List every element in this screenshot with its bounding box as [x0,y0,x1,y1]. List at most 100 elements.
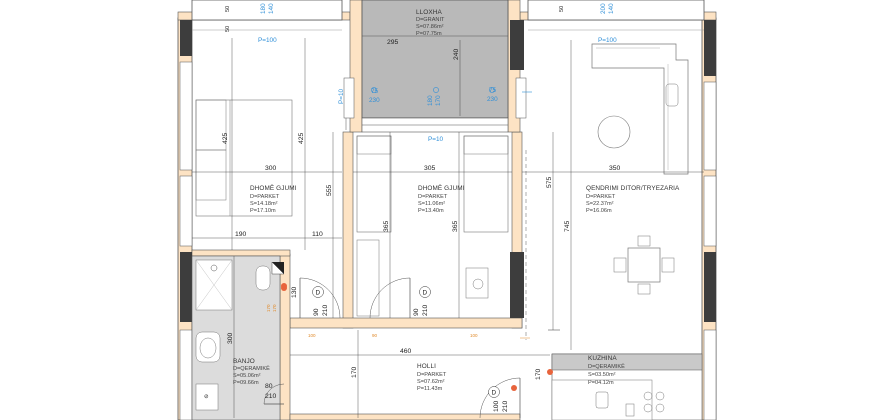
living-floor: D=PARKET [586,194,616,200]
living-name: QENDRIMI DITOR/TRYEZARIA [586,185,680,192]
p10b: P=10 [428,136,444,143]
washer-icon: ⊘ [204,394,209,400]
wall-markers: 100 90 100 [308,333,478,338]
dim-295: 295 [387,39,399,46]
bedroom1-area: S=14.18m² [250,201,278,207]
loxha-room: LLOXHA D=GRANIT S=07.86m² P=07.75m 295 2… [361,0,509,119]
bedroom1-door[interactable]: 130 90 210 D [281,277,341,319]
hall-perimeter: P=11.43m [417,386,443,392]
dim-50b: 50 [225,26,231,32]
dim-300a: 300 [265,165,277,172]
bedroom2-perimeter: P=13.40m [418,208,444,214]
w230b: 230 [487,96,498,103]
bedroom1-bed [195,99,293,217]
dim-210d: 210 [502,400,509,412]
bedroom2-area: S=11.06m² [418,201,445,207]
dim-100-s2: 100 [470,333,478,338]
bedroom1-labels: 425 425 300 DHOMË GJUMI D=PARKET S=14.18… [192,38,342,318]
bedroom2-name: DHOMË GJUMI [418,184,465,192]
dim-200a: 200 [600,3,607,14]
w180b: 180 [427,95,434,106]
dim-100: 100 [493,400,500,412]
bathroom-area: S=05.06m² [233,373,261,379]
kitchen-perimeter: P=04.12m [588,380,614,386]
bath-mark-1: 170 [266,304,271,312]
dim-110: 110 [312,231,323,238]
dim-745: 745 [564,220,571,232]
door-mark-1: D [316,290,321,297]
dim-350: 350 [609,165,621,172]
dim-180a: 180 [260,3,267,14]
loxha-perimeter: P=07.75m [416,31,442,37]
living-sofa [591,43,689,175]
bathroom-floor: D=QERAMIKË [233,365,270,372]
kitchen-name: KUZHINA [588,355,617,362]
dim-90c: 90 [372,333,378,338]
dim-50a: 50 [225,6,231,12]
hall-floor: D=PARKET [417,372,447,378]
bathroom: ⊘ 170 170 300 BANJO D=QERAMIKË S=05.06m²… [191,255,287,420]
dim-305: 305 [424,165,436,172]
dim-425b: 425 [298,132,305,144]
dim-190: 190 [235,231,247,238]
living-perimeter: P=16.06m [586,208,612,214]
loxha-area: S=07.86m² [416,24,444,30]
p100b: P=100 [598,37,617,44]
kitchen-area: S=03.50m² [588,372,616,378]
entry-door[interactable] [479,377,521,419]
loxha-window-marks: P=10 75 230 180 170 75 230 P=10 [338,87,532,143]
bathroom-door[interactable] [263,383,285,405]
p10a: P=10 [338,88,345,104]
bedroom1-floor: D=PARKET [250,194,280,200]
dim-210b: 210 [422,304,429,316]
living-labels: 350 QENDRIMI DITOR/TRYEZARIA D=PARKET S=… [522,40,704,350]
w230a: 230 [369,97,380,104]
dim-300b: 300 [227,332,234,344]
w170: 170 [435,95,442,106]
dim-130: 130 [291,286,298,298]
hall-labels: 460 170 HOLLI D=PARKET S=07.62m² P=11.43… [290,330,550,418]
dim-100-s1: 100 [308,333,316,338]
dim-365b: 365 [452,220,459,232]
dim-140b: 140 [608,3,615,14]
bathroom-perimeter: P=09.66m [233,380,259,386]
dim-140a: 140 [268,3,275,14]
loxha-window [343,77,527,133]
dim-80: 80 [265,383,273,390]
loxha-floor: D=GRANIT [416,17,445,23]
hall-area: S=07.62m² [417,379,445,385]
hall-name: HOLLI [417,363,436,370]
outer-windows [179,61,717,420]
bedroom2-furniture [356,135,509,317]
dim-50c: 50 [559,6,565,12]
dim-555: 555 [326,184,333,196]
dim-210c: 210 [265,393,277,400]
small-marks [520,329,560,339]
entry-door-mark: D [488,386,500,398]
dim-210a: 210 [322,304,329,316]
living-area: S=22.37m² [586,201,614,207]
top-left-balcony-dims: 50 50 180 140 P=100 [225,3,277,44]
bedroom1-name: DHOMË GJUMI [250,184,297,192]
kitchen: KUZHINA D=QERAMIKË S=03.50m² P=04.12m [547,353,703,420]
kitchen-floor: D=QERAMIKË [588,363,625,370]
pillars [180,20,716,322]
dim-90a: 90 [313,308,320,316]
bedroom2-door[interactable]: 90 210 D [369,277,431,319]
dim-170b: 170 [535,368,542,380]
door-mark-2: D [423,290,428,297]
dim-425a: 425 [222,132,229,144]
dim-460: 460 [400,348,412,355]
bedroom1-perimeter: P=17.10m [250,208,276,214]
door-mark-3: D [492,390,497,397]
dim-365a: 365 [383,220,390,232]
bedroom2-labels: 305 DHOMË GJUMI D=PARKET S=11.06m² P=13.… [353,132,512,318]
w75b: 75 [489,87,497,94]
dim-575: 575 [546,176,553,188]
dim-90b: 90 [413,308,420,316]
loxha-name: LLOXHA [416,9,442,16]
dim-240: 240 [453,48,460,60]
top-right-balcony-dims: 50 200 140 P=100 [559,3,617,44]
dining-table [613,235,675,295]
